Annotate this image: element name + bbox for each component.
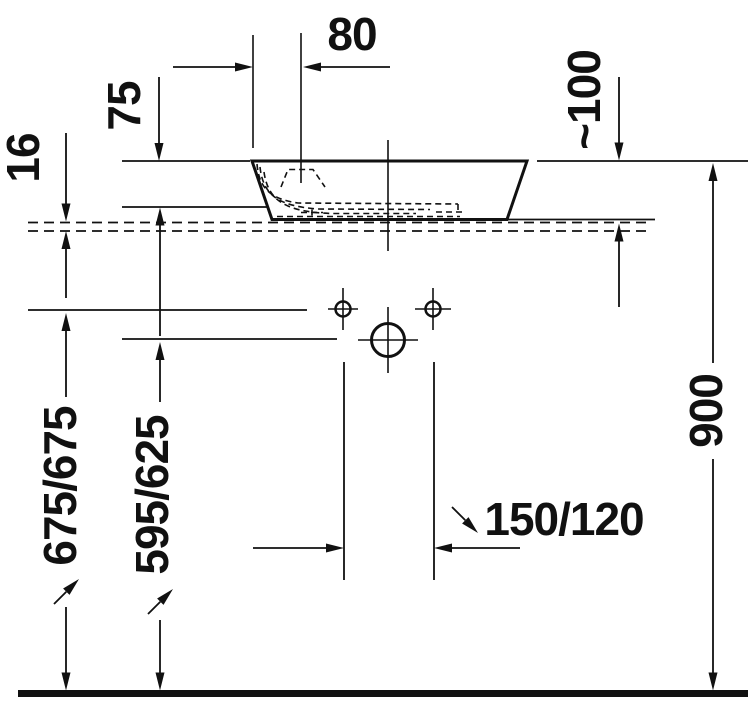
bowl-contour-outer bbox=[256, 163, 466, 213]
counter-panel-dashed-lines bbox=[28, 221, 652, 232]
washbasin bbox=[249, 33, 530, 251]
reference-lines bbox=[28, 160, 748, 340]
dim-label-upper-anchor-height: 675/675 bbox=[34, 406, 86, 566]
dimension-595 bbox=[147, 342, 173, 691]
dim-label-anchor-spacing: 150/120 bbox=[484, 493, 644, 545]
arrowhead-up bbox=[61, 313, 71, 331]
dim-label-drain-height: 595/625 bbox=[126, 415, 178, 575]
anchor-hole-left bbox=[328, 288, 358, 330]
dimension-900 bbox=[708, 163, 718, 691]
arrowhead-down bbox=[154, 143, 164, 161]
arrowhead-left bbox=[303, 62, 321, 72]
dimension-75 bbox=[154, 77, 165, 336]
dim-label-height-above-plate: ~100 bbox=[558, 50, 610, 150]
arrowhead-up bbox=[155, 342, 165, 360]
arrowhead-left bbox=[434, 543, 452, 553]
arrowhead-down bbox=[155, 672, 165, 691]
dimension-16 bbox=[61, 133, 71, 298]
dimension-150 bbox=[253, 506, 520, 553]
wall-holes bbox=[328, 288, 451, 580]
dimension-100 bbox=[614, 77, 624, 307]
dim-label-plate-thickness: 16 bbox=[0, 133, 49, 183]
basin-hidden-contours bbox=[256, 163, 466, 218]
arrowhead-up bbox=[614, 223, 624, 242]
dim-label-install-height: 900 bbox=[680, 374, 732, 448]
floor-line bbox=[18, 690, 748, 697]
arrowhead-right bbox=[235, 62, 253, 72]
arrowhead-right bbox=[326, 543, 344, 553]
diagonal-arrow-icon bbox=[157, 589, 173, 605]
arrowhead-down bbox=[708, 672, 718, 691]
dim-label-inner-depth: 75 bbox=[98, 81, 150, 131]
arrowhead-down bbox=[61, 672, 71, 691]
arrowhead-up bbox=[708, 163, 718, 181]
arrowhead-up bbox=[155, 207, 165, 226]
arrowhead-down bbox=[61, 203, 71, 222]
dim-label-faucet-offset: 80 bbox=[327, 8, 377, 60]
anchor-hole-right bbox=[415, 288, 451, 330]
centerlines bbox=[252, 33, 389, 251]
diagonal-arrow-icon bbox=[63, 579, 79, 595]
drain-hidden-marks bbox=[301, 209, 323, 216]
arrowhead-up bbox=[61, 231, 71, 249]
bowl-contour-inner bbox=[263, 171, 416, 215]
dimension-675 bbox=[53, 313, 79, 691]
diagonal-arrow-icon bbox=[462, 517, 478, 533]
dimension-80 bbox=[173, 62, 390, 72]
drain-hole bbox=[358, 307, 418, 373]
arrowhead-down bbox=[614, 142, 624, 161]
